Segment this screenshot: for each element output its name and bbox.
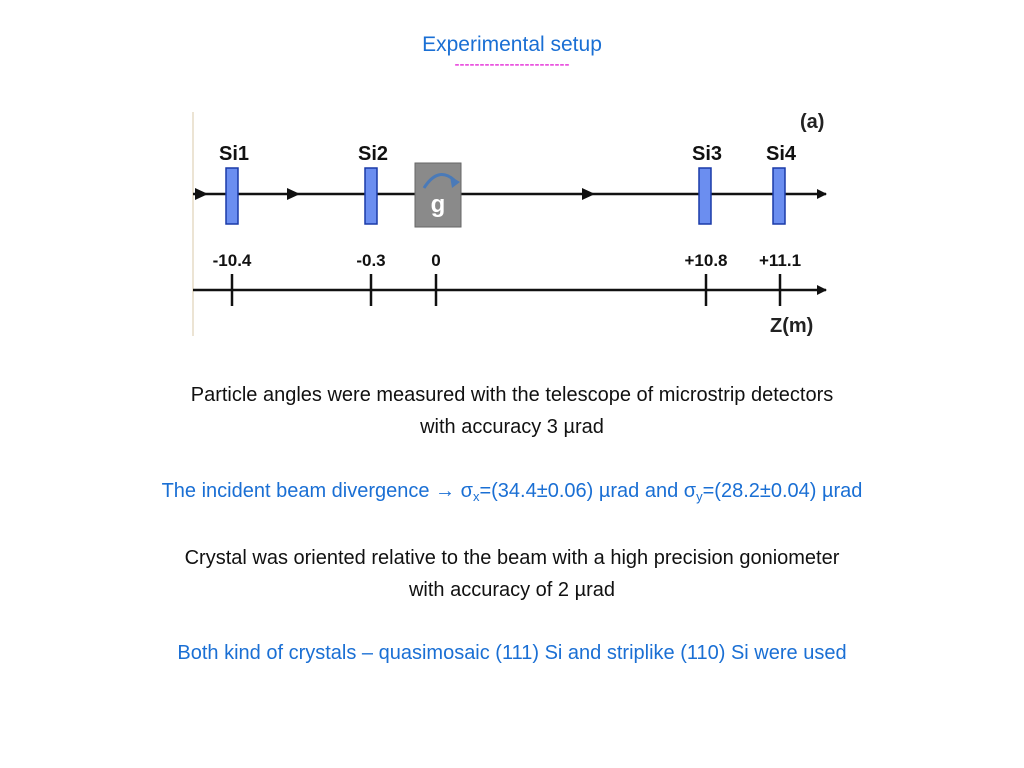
divergence-sub-y: y (696, 489, 703, 504)
panel-label: (a) (800, 111, 824, 133)
paragraph-goniometer-line1: Crystal was oriented relative to the bea… (184, 547, 840, 569)
title-underline: ----------------------- (454, 56, 570, 73)
z-tick-label: -10.4 (213, 251, 252, 270)
beam-arrow-2 (287, 188, 300, 200)
goniometer-label: g (431, 191, 446, 218)
z-tick-label: -0.3 (356, 251, 385, 270)
detector-label-si1: Si1 (219, 143, 249, 165)
detector-si1 (225, 167, 239, 225)
divergence-prefix: The incident beam divergence → σ (161, 480, 473, 502)
divergence-suffix: =(28.2±0.04) µrad (702, 480, 863, 502)
paragraph-telescope-line1: Particle angles were measured with the t… (190, 384, 834, 406)
detector-si3 (698, 167, 712, 225)
beam-arrow-1 (195, 188, 208, 200)
z-axis-label: Z(m) (770, 315, 813, 337)
paragraph-goniometer-line2: with accuracy of 2 µrad (408, 579, 616, 601)
detector-label-si3: Si3 (692, 143, 722, 165)
detector-label-si2: Si2 (358, 143, 388, 165)
z-tick-label: +11.1 (759, 251, 801, 270)
z-tick-label: +10.8 (684, 251, 727, 270)
divergence-mid: =(34.4±0.06) µrad and σ (479, 480, 697, 502)
paragraph-divergence: The incident beam divergence → σx=(34.4±… (0, 475, 1024, 507)
z-tick-label: 0 (431, 251, 440, 270)
detector-si2 (364, 167, 378, 225)
goniometer: g (414, 162, 462, 228)
paragraph-crystals: Both kind of crystals – quasimosaic (111… (177, 642, 847, 664)
detector-label-si4: Si4 (766, 143, 797, 165)
paragraph-telescope-line2: with accuracy 3 µrad (420, 416, 604, 438)
page-title: Experimental setup (422, 33, 602, 56)
detector-si4 (772, 167, 786, 225)
paragraph-goniometer: Crystal was oriented relative to the bea… (0, 542, 1024, 606)
paragraph-telescope: Particle angles were measured with the t… (0, 379, 1024, 443)
beam-arrow-3 (582, 188, 595, 200)
divergence-sub-x: x (472, 489, 480, 504)
